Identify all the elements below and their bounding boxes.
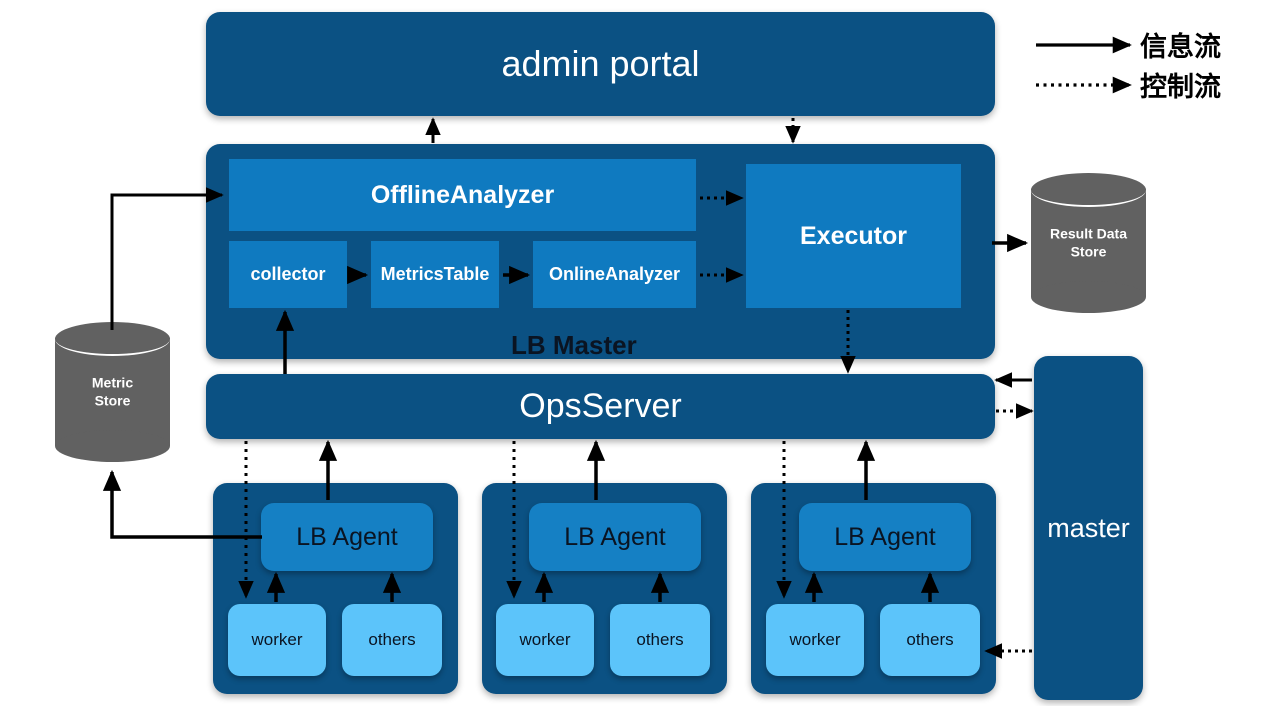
metrics-table-label: MetricsTable bbox=[380, 264, 490, 284]
metric-store-line1: Metric bbox=[91, 374, 134, 391]
metric-store-body bbox=[55, 338, 170, 446]
lb-agent-1-label: LB Agent bbox=[296, 522, 398, 551]
worker-1-label: worker bbox=[251, 630, 303, 649]
metric-store-top bbox=[55, 322, 170, 356]
online-analyzer-label: OnlineAnalyzer bbox=[548, 264, 681, 284]
others-2-label: others bbox=[636, 630, 684, 649]
lb-agent-2-label: LB Agent bbox=[564, 522, 666, 551]
worker-3-label: worker bbox=[789, 630, 841, 649]
legend-control-flow-label: 控制流 bbox=[1140, 72, 1221, 102]
legend-dotted-arrow-icon bbox=[1036, 76, 1132, 93]
others-2[interactable]: others bbox=[610, 604, 710, 676]
others-3-label: others bbox=[906, 630, 954, 649]
result-data-store-bottom bbox=[1031, 281, 1146, 313]
admin-portal-box[interactable]: admin portal bbox=[206, 12, 995, 116]
result-data-store-line1: Result Data bbox=[1049, 225, 1128, 242]
master-label: master bbox=[1047, 512, 1130, 543]
legend-solid-arrow-icon bbox=[1036, 36, 1132, 53]
lb-agent-3[interactable]: LB Agent bbox=[799, 503, 971, 571]
worker-3[interactable]: worker bbox=[766, 604, 864, 676]
lb-master-label: LB Master bbox=[511, 330, 637, 360]
metrics-table-box[interactable]: MetricsTable bbox=[371, 241, 499, 308]
legend-control-flow: 控制流 bbox=[1034, 65, 1221, 104]
master-box[interactable]: master bbox=[1034, 356, 1143, 700]
result-data-store-text: Result Data Store bbox=[1031, 226, 1146, 261]
online-analyzer-box[interactable]: OnlineAnalyzer bbox=[533, 241, 696, 308]
worker-2[interactable]: worker bbox=[496, 604, 594, 676]
result-data-store-cylinder[interactable]: Result Data Store bbox=[1031, 173, 1146, 313]
metric-store-text: Metric Store bbox=[55, 375, 170, 410]
legend-info-flow-label: 信息流 bbox=[1140, 32, 1221, 62]
offline-analyzer-label: OfflineAnalyzer bbox=[370, 180, 555, 209]
result-data-store-line2: Store bbox=[1070, 243, 1107, 259]
metric-store-bottom bbox=[55, 430, 170, 462]
lb-agent-1[interactable]: LB Agent bbox=[261, 503, 433, 571]
worker-1[interactable]: worker bbox=[228, 604, 326, 676]
lb-agent-2[interactable]: LB Agent bbox=[529, 503, 701, 571]
worker-2-label: worker bbox=[519, 630, 571, 649]
metric-store-line2: Store bbox=[94, 392, 131, 408]
admin-portal-label: admin portal bbox=[501, 43, 700, 84]
collector-label: collector bbox=[250, 264, 326, 284]
collector-box[interactable]: collector bbox=[229, 241, 347, 308]
others-1[interactable]: others bbox=[342, 604, 442, 676]
legend-info-flow: 信息流 bbox=[1034, 25, 1221, 64]
result-data-store-top bbox=[1031, 173, 1146, 207]
others-1-label: others bbox=[368, 630, 416, 649]
result-data-store-body bbox=[1031, 189, 1146, 297]
ops-server-label: OpsServer bbox=[519, 387, 682, 425]
lb-agent-3-label: LB Agent bbox=[834, 522, 936, 551]
executor-box[interactable]: Executor bbox=[746, 164, 961, 308]
metric-store-cylinder[interactable]: Metric Store bbox=[55, 322, 170, 462]
others-3[interactable]: others bbox=[880, 604, 980, 676]
executor-label: Executor bbox=[800, 221, 907, 250]
offline-analyzer-box[interactable]: OfflineAnalyzer bbox=[229, 159, 696, 231]
ops-server-box[interactable]: OpsServer bbox=[206, 374, 995, 439]
